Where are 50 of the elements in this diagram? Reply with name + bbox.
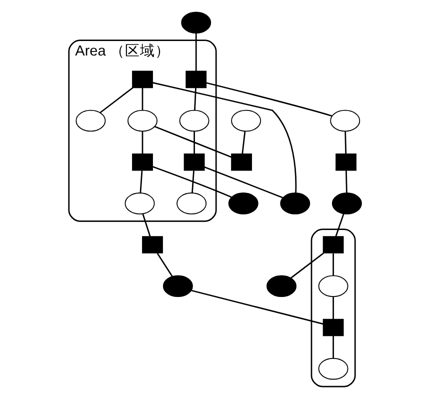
connector — [100, 87, 134, 114]
connector — [332, 296, 334, 320]
node-circle — [179, 110, 210, 132]
connector — [195, 33, 197, 72]
node-circle — [76, 110, 106, 132]
connector — [204, 166, 283, 198]
node-circle — [318, 275, 348, 298]
node-circle — [128, 110, 158, 132]
connector — [140, 170, 143, 194]
node-circle — [318, 358, 348, 380]
connector — [194, 131, 195, 154]
connector — [335, 214, 344, 237]
connector — [346, 170, 348, 193]
node-circle — [280, 192, 310, 214]
connector — [156, 252, 173, 277]
connector — [152, 82, 297, 193]
connector — [191, 290, 324, 325]
connector — [142, 214, 151, 237]
node-circle — [181, 12, 212, 34]
connector — [290, 252, 324, 279]
node-circle — [332, 192, 362, 214]
node-box — [142, 236, 163, 254]
node-box — [322, 236, 344, 254]
node-circle — [266, 275, 296, 298]
connector — [242, 131, 246, 154]
node-circle — [124, 192, 155, 214]
node-circle — [231, 110, 262, 132]
cluster: Area （区域） — [68, 40, 217, 222]
connector — [332, 253, 334, 276]
connector — [194, 88, 196, 110]
cluster — [310, 228, 356, 388]
node-circle — [162, 275, 193, 298]
connector — [332, 336, 334, 358]
connector — [152, 166, 232, 198]
node-box — [132, 70, 153, 88]
node-circle — [330, 110, 360, 132]
node-box — [186, 70, 207, 88]
connector — [142, 131, 144, 154]
node-box — [231, 153, 252, 171]
connector — [192, 170, 194, 194]
node-circle — [176, 192, 207, 214]
node-box — [132, 153, 153, 171]
node-circle — [228, 192, 258, 214]
connector — [344, 131, 347, 154]
connector — [154, 126, 232, 158]
node-box — [184, 153, 205, 171]
node-box — [336, 153, 356, 171]
connector — [206, 82, 332, 117]
connector — [142, 88, 144, 110]
node-box — [322, 318, 344, 336]
